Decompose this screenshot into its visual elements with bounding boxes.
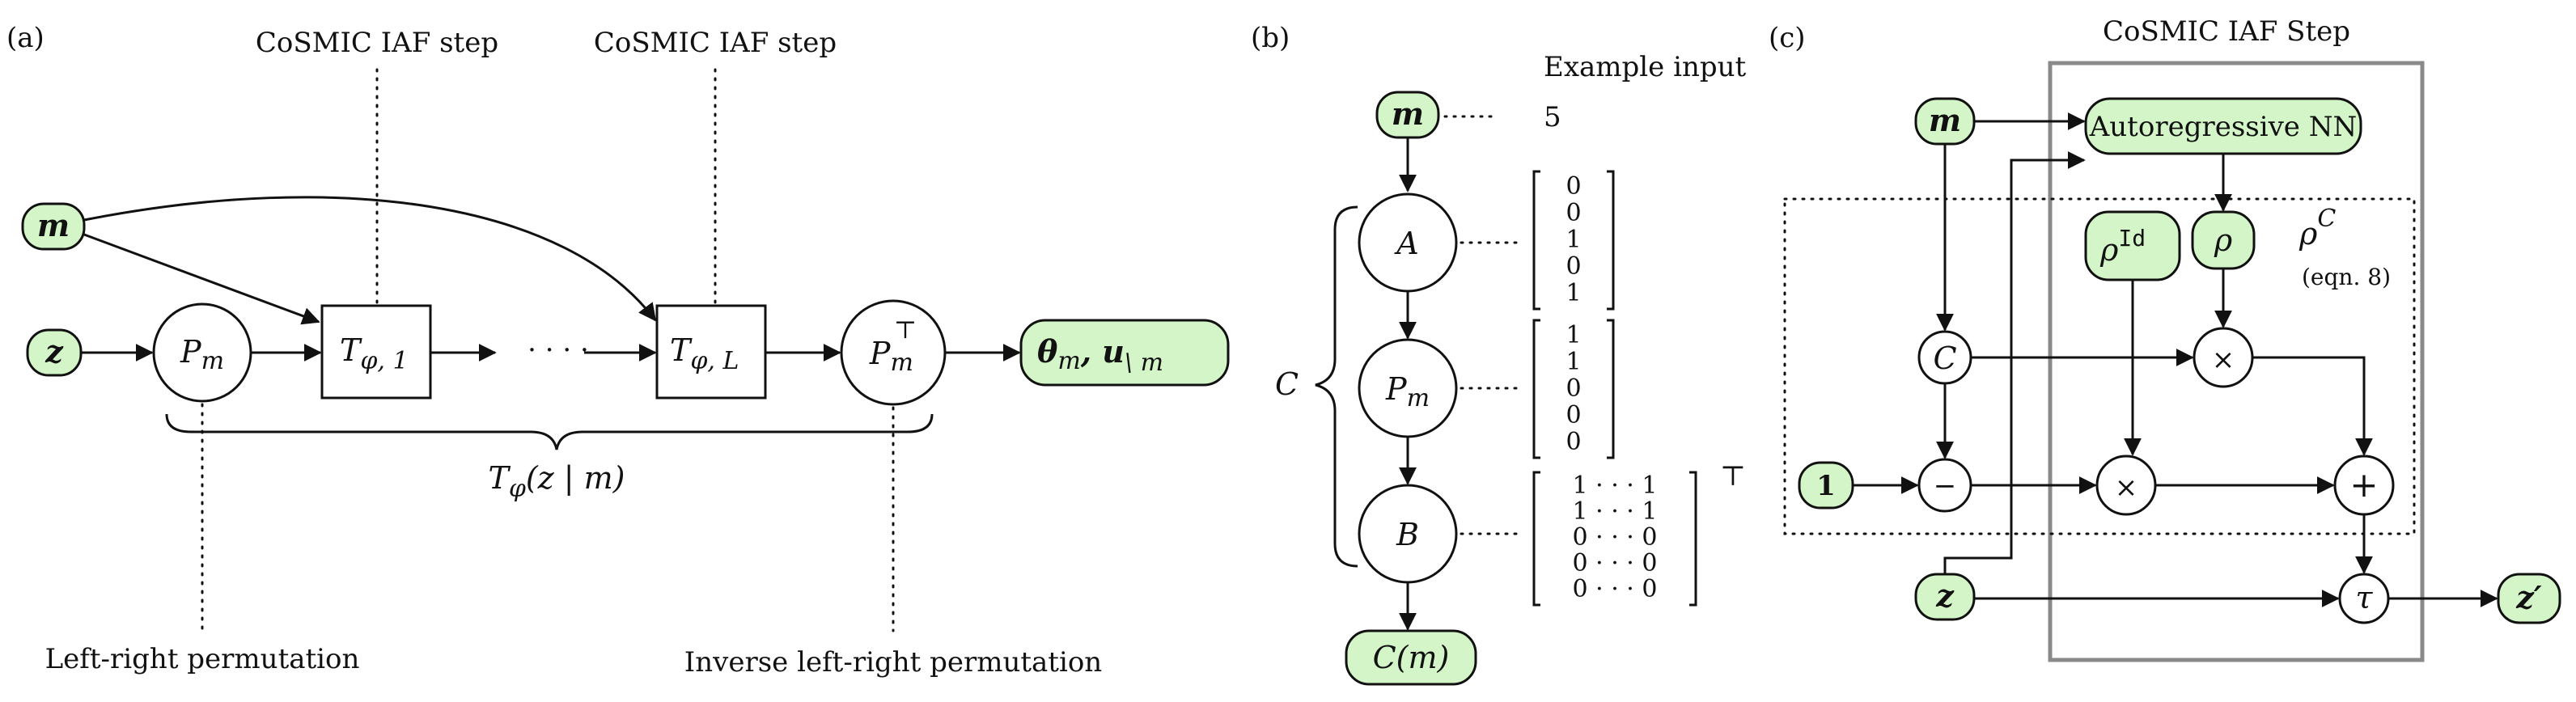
c-title: CoSMIC IAF Step <box>2103 15 2350 48</box>
c-m-label: m <box>1929 102 1961 138</box>
vecPm-entry: 1 <box>1566 321 1581 349</box>
vecA-entry: 0 <box>1566 199 1581 227</box>
edge-m-to-t1 <box>83 233 320 325</box>
c-output-node <box>2497 573 2561 624</box>
b-a-label: A <box>1394 226 1418 261</box>
a-ellipsis: · · · · <box>527 334 589 366</box>
b-brace-label: C <box>1275 366 1299 402</box>
panel-c-label: (c) <box>1769 22 1806 54</box>
edge-m-to-tl <box>83 196 657 322</box>
matB-entry: 1 · · · 1 <box>1573 497 1658 526</box>
a-pm-label: Pm <box>180 334 224 375</box>
example-input-label: Example input <box>1544 51 1747 83</box>
a-brace-label: Tφ(z | m) <box>488 460 625 503</box>
mat-b-transpose: ⊤ <box>1720 460 1746 493</box>
mat-b <box>1532 471 1697 607</box>
c-edge-times1-plus <box>2252 356 2373 456</box>
b-left-brace <box>1315 205 1358 568</box>
vecA-entry: 0 <box>1566 252 1581 281</box>
matB-entry: 0 · · · 0 <box>1573 523 1658 552</box>
c-tau-label: τ <box>2355 580 2373 615</box>
vecPm-entry: 0 <box>1566 374 1581 403</box>
c-rhoc-region <box>1783 197 2416 535</box>
inv-perm-label: Inverse left-right permutation <box>684 646 1102 679</box>
c-rho-label: ρ <box>2214 222 2233 258</box>
vec-a <box>1532 170 1615 311</box>
vecPm-entry: 0 <box>1566 428 1581 456</box>
vecPm-entry: 0 <box>1566 401 1581 429</box>
c-times-2-label: × <box>2115 472 2138 504</box>
b-m-label: m <box>1392 95 1424 132</box>
a-t1-label: Tφ, 1 <box>340 332 409 375</box>
vecPm-entry: 1 <box>1566 348 1581 376</box>
panel-b-label: (b) <box>1251 22 1290 54</box>
a-m-label: m <box>37 207 70 243</box>
a-z-label: z <box>44 333 64 370</box>
c-autoreg-label: Autoregressive NN <box>2089 111 2358 143</box>
b-input-value: 5 <box>1544 101 1561 133</box>
b-output-node <box>1345 629 1477 686</box>
c-edge-z-autoreg <box>1943 151 2086 574</box>
c-plus-label: + <box>2349 465 2378 505</box>
c-times-1-label: × <box>2212 344 2235 376</box>
vecA-entry: 0 <box>1566 172 1581 201</box>
c-c-label: C <box>1933 340 1956 376</box>
c-minus-label: − <box>1934 470 1957 502</box>
a-tl-node <box>655 304 767 400</box>
c-rhoc-label: ρC <box>2298 205 2336 252</box>
matB-entry: 0 · · · 0 <box>1573 549 1658 577</box>
a-output-label: θm, u\ m <box>1037 333 1163 377</box>
a-pmt-label: Pm⊤ <box>869 316 917 377</box>
c-eqn-ref: (eqn. 8) <box>2302 264 2391 290</box>
c-z-label: z <box>1935 577 1955 614</box>
a-tl-label: Tφ, L <box>670 332 739 375</box>
a-m-node <box>21 202 86 251</box>
vecA-entry: 1 <box>1566 279 1581 307</box>
mat-b-values: 1 · · · 11 · · · 10 · · · 00 · · · 00 · … <box>1573 472 1658 603</box>
matB-entry: 1 · · · 1 <box>1573 472 1658 500</box>
step-label-2: CoSMIC IAF step <box>594 27 837 59</box>
c-step-box <box>2048 61 2425 662</box>
vec-pm <box>1532 319 1615 459</box>
a-brace <box>165 413 934 450</box>
a-output-node <box>1019 319 1230 387</box>
c-one-label: 1 <box>1816 470 1836 502</box>
step-label-1: CoSMIC IAF step <box>256 27 498 59</box>
b-pm-label: Pm <box>1385 371 1430 412</box>
b-output-label: C(m) <box>1373 640 1450 675</box>
vecA-entry: 1 <box>1566 226 1581 254</box>
matB-entry: 0 · · · 0 <box>1573 575 1658 603</box>
left-perm-label: Left-right permutation <box>45 643 360 675</box>
c-output-label: z′ <box>2515 579 2542 615</box>
panel-a-label: (a) <box>6 22 44 54</box>
c-rhoid-label: ρId <box>2099 225 2146 268</box>
b-b-label: B <box>1396 517 1419 552</box>
